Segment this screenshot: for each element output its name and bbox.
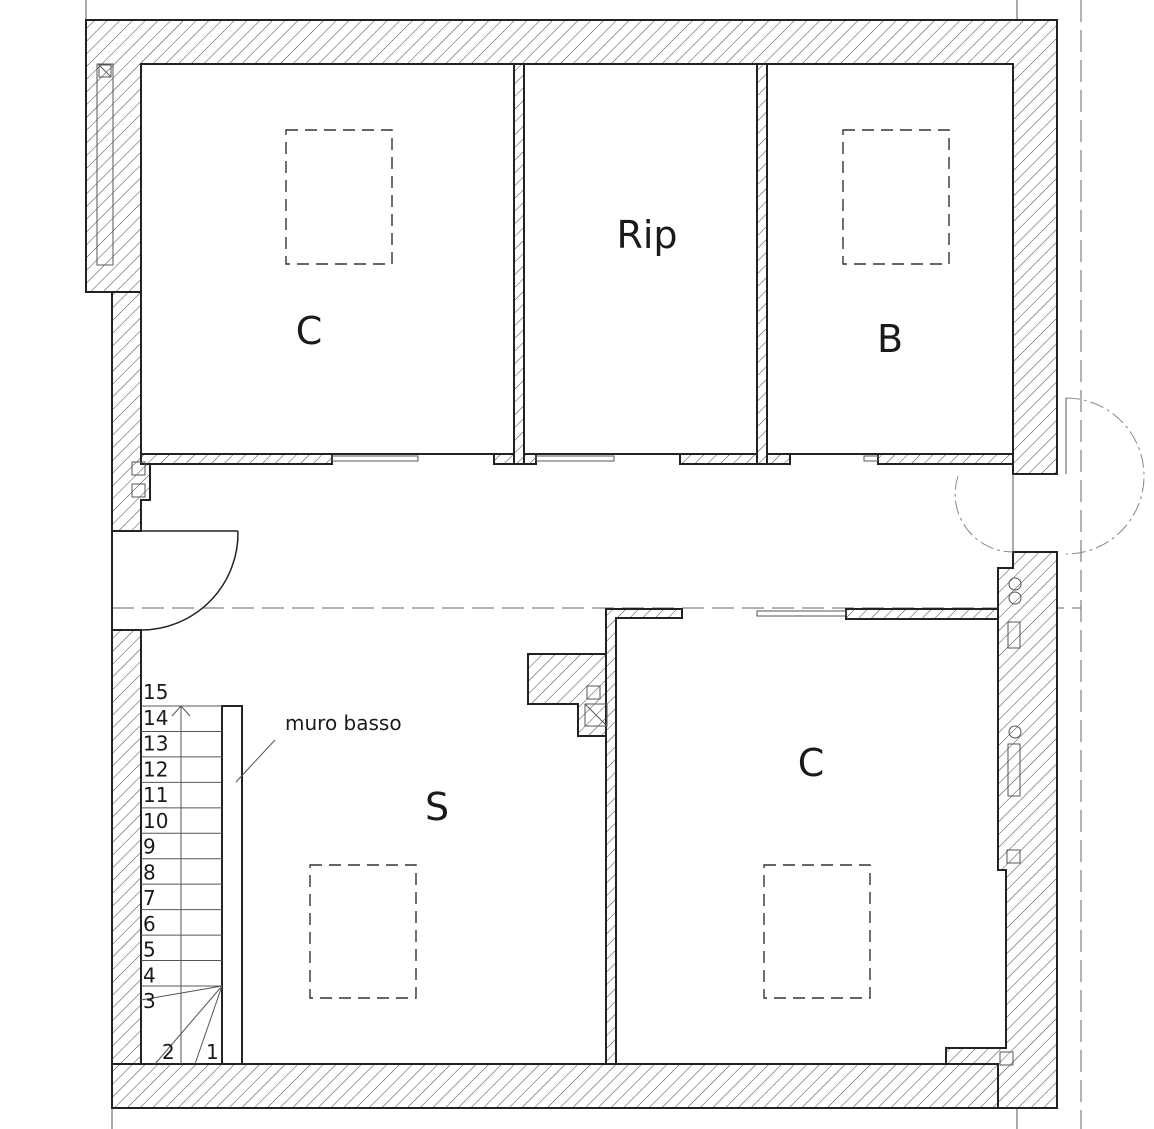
room-label-top-left: C <box>296 309 323 353</box>
interior-walls <box>140 63 1014 1065</box>
stair-step-number: 11 <box>143 783 168 807</box>
annotation-low-wall: muro basso <box>285 711 402 735</box>
room-label-bottom-right: C <box>798 741 825 785</box>
ceiling-openings <box>285 129 950 999</box>
room-label-bath: B <box>877 317 903 361</box>
stair-step-number: 14 <box>143 706 168 730</box>
stair-step-number: 7 <box>143 886 156 910</box>
stair-step-number: 10 <box>143 809 168 833</box>
entrance-door <box>111 530 239 631</box>
room-label-storage: Rip <box>616 213 677 257</box>
stair-step-number: 1 <box>206 1040 219 1064</box>
guide-lines <box>85 0 1082 1129</box>
wall-top <box>85 19 1058 475</box>
stair-step-number: 2 <box>162 1040 175 1064</box>
stair-step-number: 13 <box>143 732 168 756</box>
stair-step-number: 5 <box>143 938 156 962</box>
room-label-living: S <box>425 785 449 829</box>
sliding-doors <box>331 455 879 617</box>
stair-step-number: 8 <box>143 860 156 884</box>
exterior-walls <box>85 19 1058 1109</box>
stair-step-number: 15 <box>143 680 168 704</box>
room-outlines <box>140 63 1014 1065</box>
vent-shafts <box>96 63 1022 1066</box>
wall-right-lower <box>945 551 1058 1109</box>
stair-step-number: 4 <box>143 963 156 987</box>
chimney-block <box>527 653 607 737</box>
stair-step-number: 12 <box>143 757 168 781</box>
stair-step-number: 3 <box>143 989 156 1013</box>
stair-step-number: 9 <box>143 835 156 859</box>
wall-bottom <box>111 1063 999 1109</box>
balcony-door <box>954 397 1145 555</box>
wall-left-lower <box>111 629 142 1065</box>
stair-step-number: 6 <box>143 912 156 936</box>
